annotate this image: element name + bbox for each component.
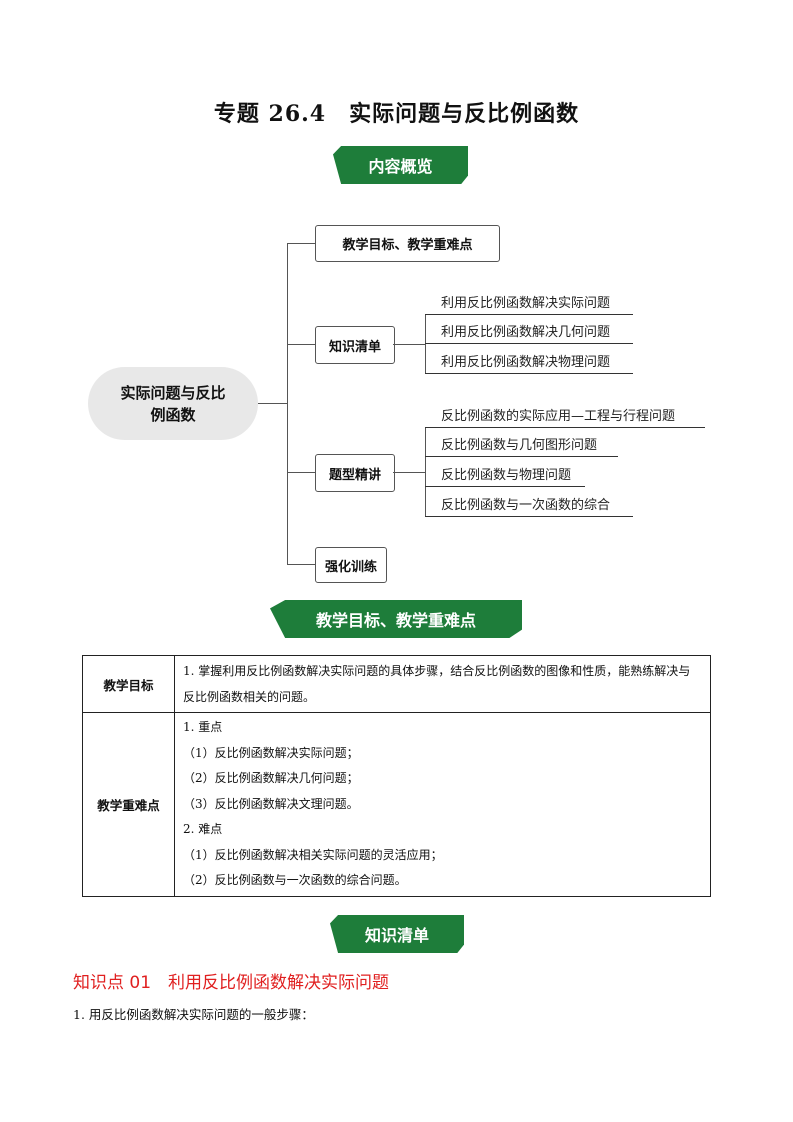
mindmap-node-training: 强化训练 [315,547,387,583]
mindmap-leaf: 反比例函数与几何图形问题 [425,437,618,457]
mindmap-root-label: 实际问题与反比例函数 [120,383,226,424]
connector [287,344,315,345]
mindmap-node-knowledge: 知识清单 [315,326,395,364]
goals-table: 教学目标 1. 掌握利用反比例函数解决实际问题的具体步骤，结合反比例函数的图像和… [82,655,711,897]
bracket-line [425,315,426,374]
content-line: （1）反比例函数解决相关实际问题的灵活应用； [183,847,443,862]
row-header: 教学重难点 [82,712,175,897]
row-content: 1. 重点 （1）反比例函数解决实际问题； （2）反比例函数解决几何问题； （3… [174,712,711,897]
mindmap-node-goals: 教学目标、教学重难点 [315,225,500,262]
connector [287,564,315,565]
connector [287,472,315,473]
connector [287,243,315,244]
banner-goals: 教学目标、教学重难点 [270,600,522,638]
mindmap-node-topics: 题型精讲 [315,454,395,492]
mindmap-leaf: 反比例函数的实际应用—工程与行程问题 [425,408,705,428]
row-content: 1. 掌握利用反比例函数解决实际问题的具体步骤，结合反比例函数的图像和性质，能熟… [174,655,711,713]
trunk-line [287,243,288,565]
table-row: 教学重难点 1. 重点 （1）反比例函数解决实际问题； （2）反比例函数解决几何… [82,712,711,897]
content-line: 2. 难点 [183,822,223,836]
banner-overview: 内容概览 [333,146,468,184]
mindmap-leaf: 利用反比例函数解决物理问题 [425,354,633,374]
connector [258,403,287,404]
mindmap-leaf: 反比例函数与物理问题 [425,467,585,487]
content-line: （1）反比例函数解决实际问题； [183,745,359,760]
row-header: 教学目标 [82,655,175,713]
connector [393,472,425,473]
mindmap-leaf: 利用反比例函数解决实际问题 [425,295,633,315]
content-line: 1. 掌握利用反比例函数解决实际问题的具体步骤，结合反比例函数的图像和性质，能熟… [183,664,691,704]
section-heading: 知识点 01 利用反比例函数解决实际问题 [73,973,390,993]
page-title: 专题 26.4 实际问题与反比例函数 [213,101,580,127]
content-line: 1. 重点 [183,720,223,734]
banner-knowledge: 知识清单 [330,915,464,953]
mindmap-root: 实际问题与反比例函数 [88,367,258,440]
section-text: 1. 用反比例函数解决实际问题的一般步骤： [73,1007,314,1022]
content-line: （3）反比例函数解决文理问题。 [183,796,359,811]
content-line: （2）反比例函数与一次函数的综合问题。 [183,873,407,887]
mindmap-leaf: 利用反比例函数解决几何问题 [425,324,633,344]
table-row: 教学目标 1. 掌握利用反比例函数解决实际问题的具体步骤，结合反比例函数的图像和… [82,655,711,713]
content-line: （2）反比例函数解决几何问题； [183,771,359,785]
mindmap-leaf: 反比例函数与一次函数的综合 [425,497,633,517]
connector [393,344,425,345]
bracket-line [425,428,426,517]
